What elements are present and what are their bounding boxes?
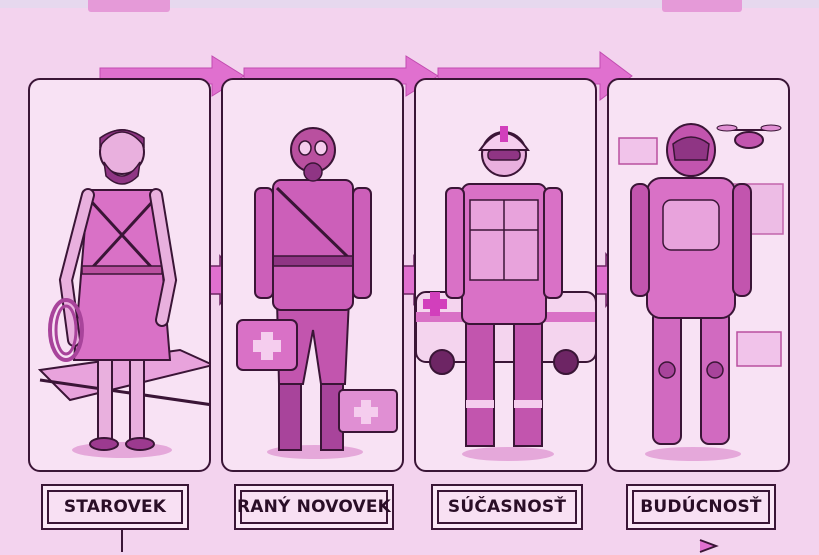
era-label-box-3: SÚČASNOSŤ xyxy=(431,484,583,530)
ancient-rescuer-figure xyxy=(50,130,172,458)
era-label-sucasnost: SÚČASNOSŤ xyxy=(437,490,577,524)
panel-starovek xyxy=(28,78,211,472)
top-bar-left xyxy=(88,0,170,12)
bottom-arrow-right xyxy=(700,540,716,552)
era-label-rany-novovek: RANÝ NOVOVEK xyxy=(240,490,388,524)
era-label-starovek: STAROVEK xyxy=(47,490,183,524)
era-label-box-2: RANÝ NOVOVEK xyxy=(234,484,394,530)
panel-rany-novovek xyxy=(221,78,404,472)
era-label-buducnost: BUDÚCNOSŤ xyxy=(632,490,770,524)
era-label-box-4: BUDÚCNOSŤ xyxy=(626,484,776,530)
panel-sucasnost xyxy=(414,78,597,472)
paramedic-figure xyxy=(446,126,562,461)
robot-exosuit-figure xyxy=(631,124,751,461)
era-label-box-1: STAROVEK xyxy=(41,484,189,530)
panel-buducnost xyxy=(607,78,790,472)
top-bar-right xyxy=(662,0,742,12)
drone-illustration xyxy=(717,125,781,148)
